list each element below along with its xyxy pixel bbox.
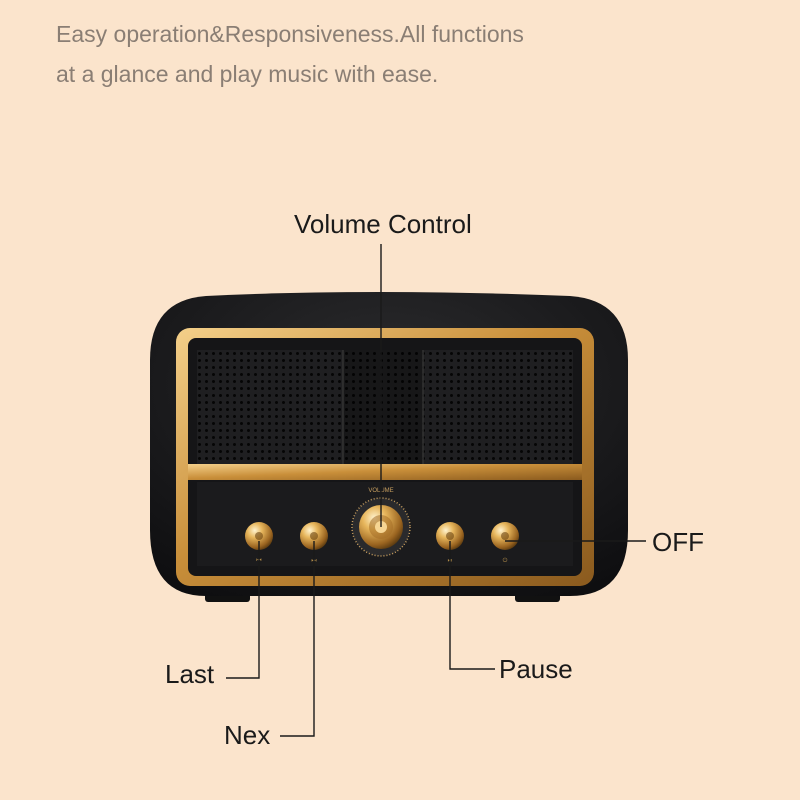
pause-label: Pause [499,654,573,684]
headline-line-1: Easy operation&Responsiveness.All functi… [56,21,524,47]
callout-lines [226,244,646,737]
power-icon: ⏻ [503,557,508,564]
off-label: OFF [652,527,704,557]
speaker-grille-center [343,350,423,464]
next-label: Nex [224,720,271,750]
headline-line-2: at a glance and play music with ease. [56,61,439,87]
volume-control-label: Volume Control [294,209,472,239]
headline: Easy operation&Responsiveness.All functi… [56,14,736,94]
speaker-grille-left [197,350,343,464]
speaker-grille-right [423,350,573,464]
gold-divider [188,464,582,480]
last-label: Last [165,659,215,689]
